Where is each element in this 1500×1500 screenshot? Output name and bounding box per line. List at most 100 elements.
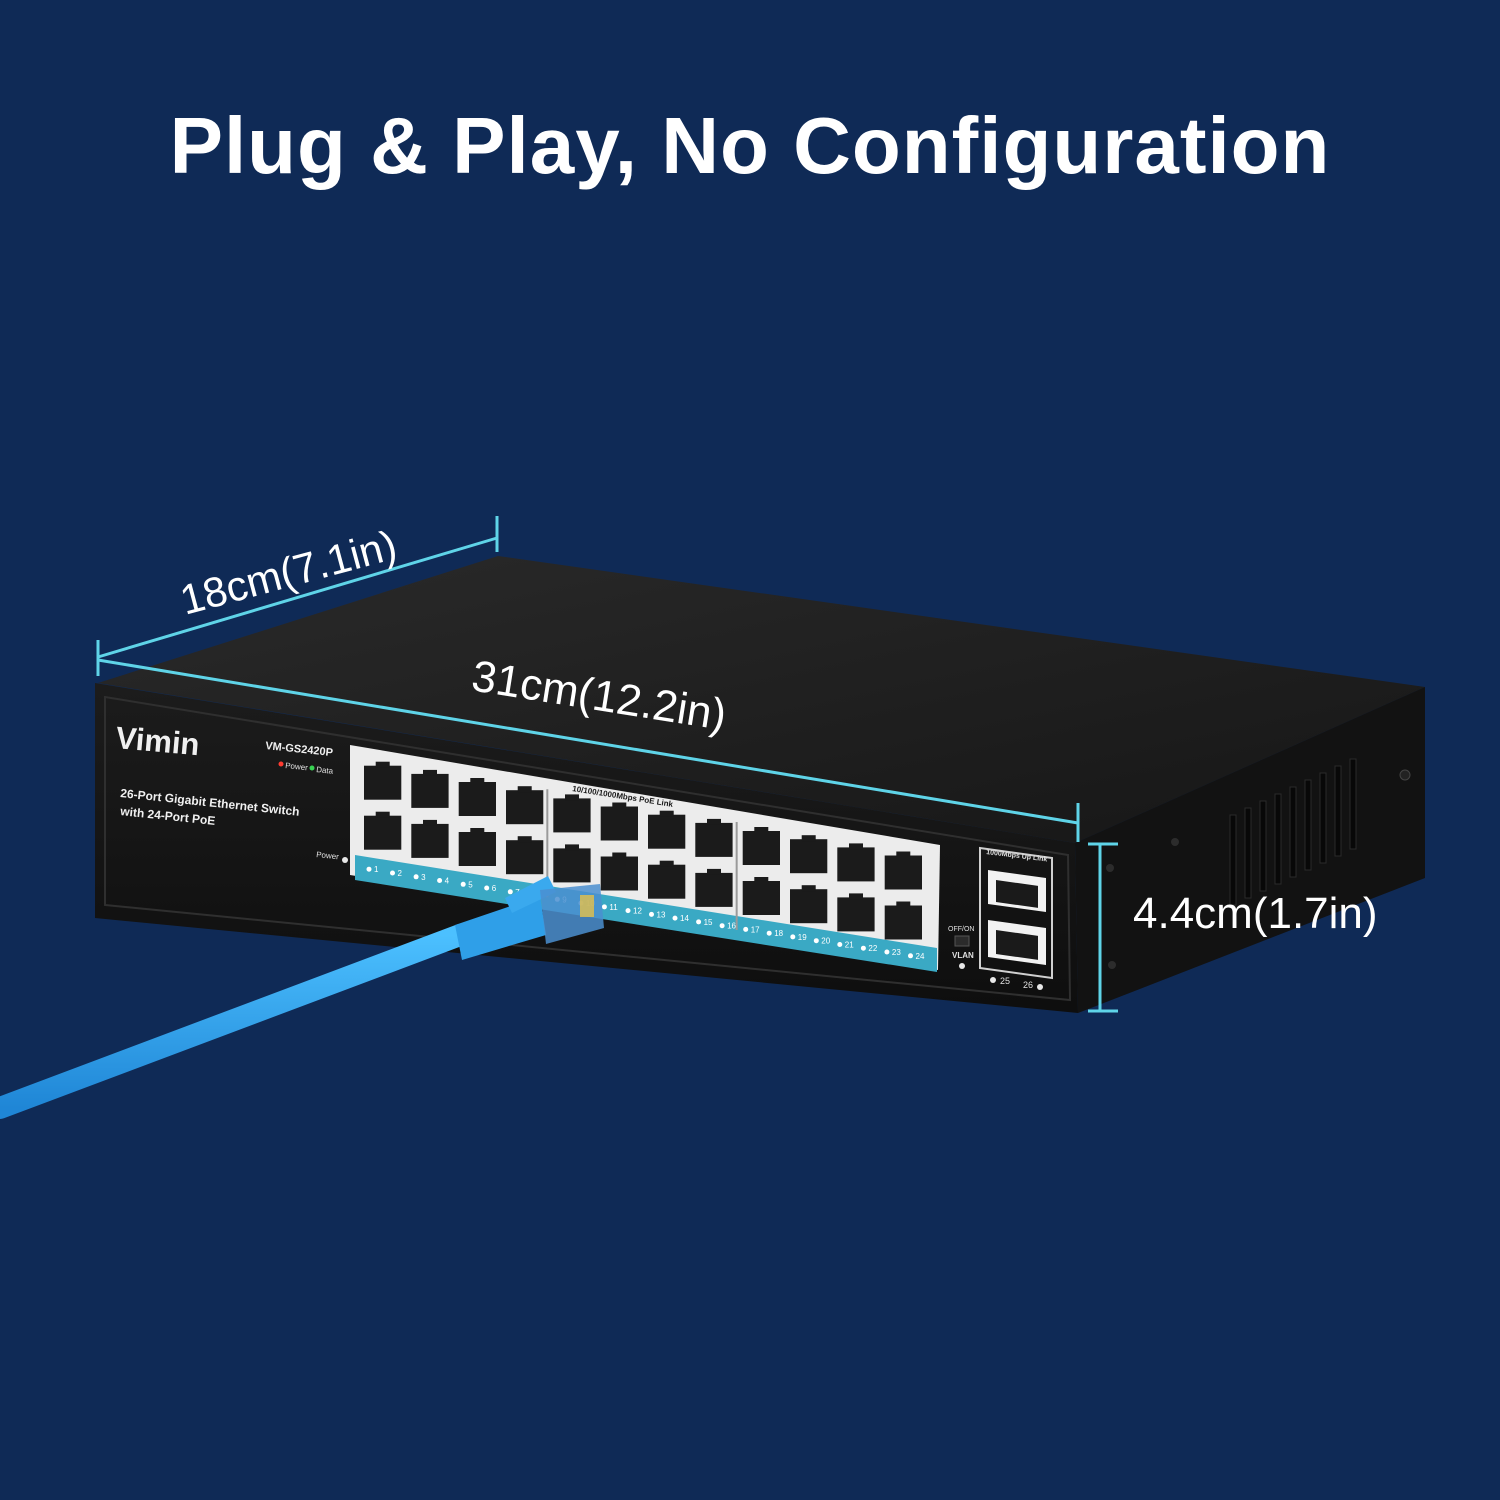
port-number-label: 13 bbox=[657, 910, 666, 919]
port-led bbox=[366, 866, 372, 872]
rj45-port-latch bbox=[517, 836, 532, 843]
rj45-port[interactable] bbox=[411, 823, 449, 858]
rj45-port[interactable] bbox=[884, 905, 922, 940]
rj45-port[interactable] bbox=[506, 790, 544, 825]
port-led bbox=[460, 881, 466, 887]
port-led bbox=[837, 942, 843, 947]
port-led bbox=[696, 919, 702, 925]
port-number-label: 20 bbox=[821, 937, 830, 946]
uplink-panel bbox=[979, 846, 1053, 980]
rj45-port-latch bbox=[612, 852, 627, 859]
side-vents bbox=[1229, 758, 1357, 906]
port-number-label: 1 bbox=[374, 865, 379, 874]
port-number-label: 18 bbox=[774, 929, 783, 938]
rj45-port-latch bbox=[849, 843, 863, 850]
rj45-port-latch bbox=[754, 877, 769, 883]
rj45-port[interactable] bbox=[790, 889, 828, 924]
rj45-port-latch bbox=[707, 868, 721, 875]
port-led-strip bbox=[355, 855, 937, 972]
rj45-port[interactable] bbox=[648, 864, 686, 899]
port-number-label: 11 bbox=[609, 903, 618, 912]
rj45-port[interactable] bbox=[411, 773, 449, 808]
rj45-port-latch bbox=[896, 901, 911, 908]
port-led bbox=[766, 930, 772, 936]
port-led bbox=[743, 926, 749, 932]
rj45-port-latch bbox=[659, 810, 674, 817]
rj45-port[interactable] bbox=[742, 831, 780, 865]
ethernet-cable bbox=[0, 876, 604, 1119]
port-number-label: 21 bbox=[845, 941, 854, 950]
rj45-port[interactable] bbox=[695, 822, 733, 857]
height-dimension-label: 4.4cm(1.7in) bbox=[1133, 889, 1378, 938]
rj45-port[interactable] bbox=[506, 840, 544, 875]
uplink-led-26 bbox=[1037, 984, 1043, 990]
port-number-label: 22 bbox=[868, 944, 877, 953]
rj45-port[interactable] bbox=[600, 856, 638, 891]
port-led bbox=[390, 870, 395, 876]
port-grid: 123456789101112131415161718192021222324 bbox=[364, 761, 925, 961]
dimension-lines bbox=[96, 516, 1118, 1013]
rj45-port[interactable] bbox=[695, 872, 733, 907]
port-number-label: 5 bbox=[468, 880, 473, 889]
rj45-port[interactable] bbox=[600, 806, 638, 841]
power-label: Power bbox=[316, 850, 340, 861]
rj45-port[interactable] bbox=[648, 814, 686, 849]
port-led bbox=[413, 874, 419, 880]
rj45-port-latch bbox=[470, 778, 485, 784]
port-number-label: 6 bbox=[492, 884, 497, 893]
rj45-port-latch bbox=[470, 828, 485, 834]
rj45-port-latch bbox=[612, 802, 627, 809]
depth-dimension-line bbox=[97, 536, 498, 659]
port-led bbox=[908, 953, 913, 959]
port-led bbox=[790, 934, 796, 940]
rj45-port-latch bbox=[707, 818, 721, 825]
port-led bbox=[672, 915, 678, 921]
rj45-port[interactable] bbox=[884, 855, 922, 890]
rj45-port-latch bbox=[423, 819, 437, 826]
port-led bbox=[625, 908, 631, 914]
indicator-power-dot bbox=[278, 761, 284, 767]
rj45-port[interactable] bbox=[553, 798, 591, 833]
rj45-port[interactable] bbox=[837, 847, 875, 882]
front-face-inset bbox=[104, 695, 1072, 1002]
rj45-port[interactable] bbox=[458, 782, 496, 816]
rj45-port[interactable] bbox=[790, 839, 828, 874]
rj45-port-latch bbox=[801, 885, 816, 892]
rj45-port-latch bbox=[375, 761, 390, 768]
port-number-label: 16 bbox=[727, 922, 736, 931]
rj45-port[interactable] bbox=[742, 881, 780, 915]
side-screw bbox=[1399, 769, 1411, 781]
uplink-port-26-label: 26 bbox=[1023, 980, 1033, 990]
port-led bbox=[719, 923, 725, 929]
plug-contacts bbox=[580, 895, 594, 917]
port-number-label: 15 bbox=[704, 918, 713, 927]
port-led bbox=[813, 938, 819, 944]
uplink-led-25 bbox=[990, 977, 996, 983]
headline: Plug & Play, No Configuration bbox=[169, 101, 1331, 190]
vlan-toggle-switch[interactable] bbox=[954, 935, 970, 947]
port-number-label: 14 bbox=[680, 914, 689, 923]
rj45-port[interactable] bbox=[837, 897, 875, 932]
cable-connector-clip bbox=[505, 876, 556, 913]
rj45-port-latch bbox=[423, 769, 437, 776]
port-led bbox=[484, 885, 490, 891]
rj45-port-latch bbox=[375, 811, 390, 818]
rj45-port-latch bbox=[849, 893, 863, 900]
port-number-label: 17 bbox=[751, 925, 760, 934]
rj45-port-latch bbox=[517, 786, 532, 793]
vlan-switch-label: OFF/ON bbox=[948, 926, 974, 933]
vlan-led bbox=[959, 963, 965, 969]
cable-boot bbox=[455, 896, 546, 960]
rj45-port[interactable] bbox=[553, 848, 591, 883]
port-number-label: 12 bbox=[633, 907, 642, 916]
rj45-port-latch bbox=[565, 794, 579, 801]
port-led bbox=[649, 911, 654, 917]
rj45-port[interactable] bbox=[458, 832, 496, 866]
uplink-ports bbox=[988, 870, 1046, 965]
indicator-data-dot bbox=[309, 765, 315, 771]
port-number-label: 3 bbox=[421, 873, 426, 882]
port-number-label: 4 bbox=[445, 877, 450, 886]
rj45-port[interactable] bbox=[364, 815, 402, 850]
rj45-port[interactable] bbox=[364, 765, 402, 800]
